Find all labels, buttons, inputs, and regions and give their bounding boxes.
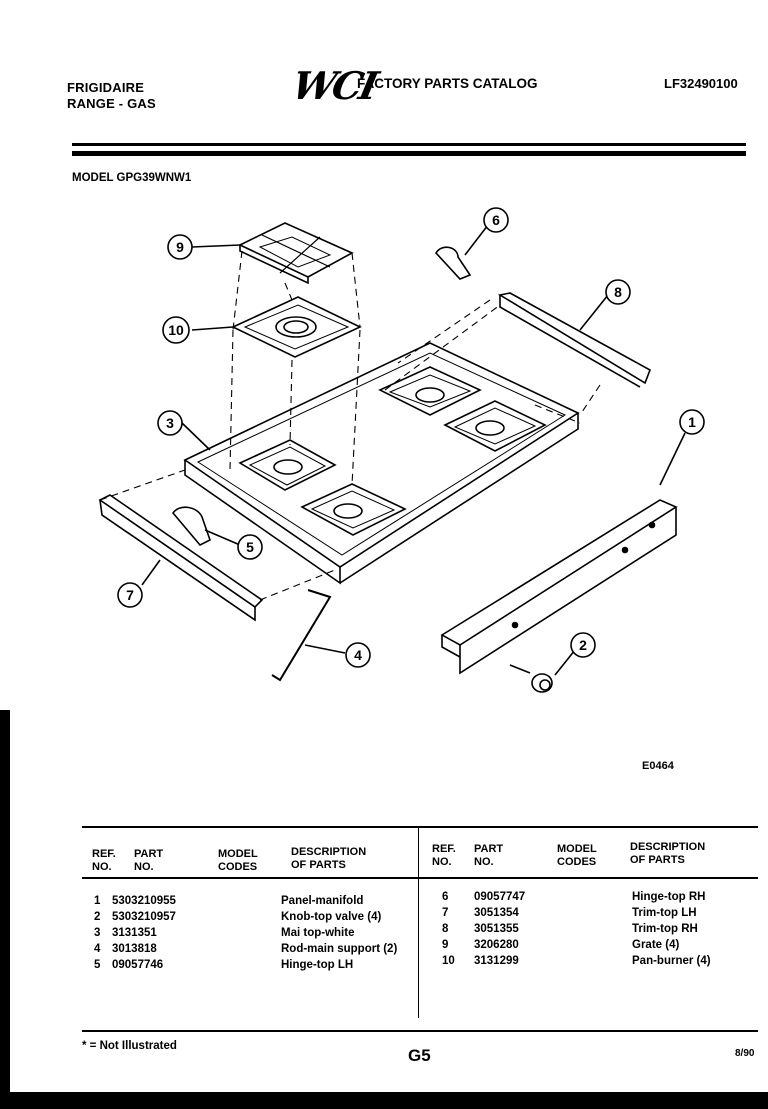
table-bottom-rule bbox=[82, 1030, 758, 1032]
header-codes-right-line2: CODES bbox=[557, 856, 597, 868]
table-row-ref: 8 bbox=[442, 923, 449, 935]
table-row-ref: 2 bbox=[94, 911, 101, 923]
exploded-parts-diagram: 9 10 3 7 5 4 6 8 1 2 bbox=[98, 207, 705, 693]
table-row-desc: Rod-main support (2) bbox=[281, 943, 398, 955]
header-ref: REF. NO. bbox=[92, 848, 116, 874]
callout-3: 3 bbox=[166, 415, 174, 431]
table-row-part: 09057747 bbox=[474, 891, 526, 903]
table-row-ref: 3 bbox=[94, 927, 101, 939]
header-rule-thick bbox=[72, 151, 746, 156]
header-rule bbox=[72, 143, 746, 146]
header-desc-right: DESCRIPTION OF PARTS bbox=[630, 841, 705, 867]
table-row-part: 5303210955 bbox=[112, 895, 176, 907]
header-part: PART NO. bbox=[134, 848, 163, 874]
header-desc-right-line1: DESCRIPTION bbox=[630, 841, 706, 853]
trim-left-outline bbox=[98, 494, 264, 609]
right-desc-column: Hinge-top RH Trim-top LH Trim-top RH Gra… bbox=[632, 889, 711, 969]
table-row-part: 3131299 bbox=[474, 955, 519, 967]
header-part-right-line2: NO. bbox=[474, 856, 494, 868]
table-row-desc: Grate (4) bbox=[632, 939, 680, 951]
header-codes-right-line1: MODEL bbox=[557, 843, 597, 855]
left-part-column: 5303210955 5303210957 3131351 3013818 09… bbox=[112, 893, 176, 973]
panel-manifold-outline bbox=[440, 499, 678, 646]
table-row-part: 3051354 bbox=[474, 907, 519, 919]
header-desc-line2: OF PARTS bbox=[291, 859, 346, 871]
catalog-number: LF32490100 bbox=[664, 76, 738, 91]
catalog-title: FACTORY PARTS CATALOG bbox=[357, 76, 538, 91]
header-part-right-line1: PART bbox=[474, 843, 504, 855]
table-row-desc: Hinge-top RH bbox=[632, 891, 706, 903]
table-top-rule bbox=[82, 826, 758, 828]
page-number: G5 bbox=[408, 1046, 431, 1065]
catalog-date: 8/90 bbox=[735, 1048, 755, 1059]
table-row-part: 3131351 bbox=[112, 927, 157, 939]
scan-edge-bottom bbox=[0, 1092, 768, 1109]
callouts: 9 10 3 7 5 4 6 8 1 2 bbox=[117, 207, 705, 668]
header-ref-line1: REF. bbox=[92, 848, 116, 860]
product-type: RANGE - GAS bbox=[67, 96, 156, 111]
table-row-ref: 6 bbox=[442, 891, 449, 903]
table-row-ref: 9 bbox=[442, 939, 449, 951]
header-codes-line2: CODES bbox=[218, 861, 258, 873]
hinge-left-outline bbox=[171, 506, 211, 546]
table-row-part: 3051355 bbox=[474, 923, 519, 935]
header-ref-right-line1: REF. bbox=[432, 843, 456, 855]
table-row-part: 09057746 bbox=[112, 959, 164, 971]
rod-support-outline bbox=[271, 589, 332, 682]
model-number: MODEL GPG39WNW1 bbox=[72, 172, 192, 184]
table-row-desc: Knob-top valve (4) bbox=[281, 911, 382, 923]
left-desc-column: Panel-manifold Knob-top valve (4) Mai to… bbox=[281, 893, 397, 973]
table-row-desc: Hinge-top LH bbox=[281, 959, 354, 971]
header-desc: DESCRIPTION OF PARTS bbox=[291, 846, 366, 872]
main-top-outline bbox=[183, 342, 580, 568]
header-codes: MODEL CODES bbox=[218, 848, 258, 874]
header-desc-right-line2: OF PARTS bbox=[630, 854, 685, 866]
brand-name: FRIGIDAIRE bbox=[67, 80, 145, 95]
trim-right-outline bbox=[497, 292, 651, 385]
table-row-ref: 1 bbox=[94, 895, 101, 907]
header-codes-right: MODEL CODES bbox=[557, 843, 597, 869]
callout-10: 10 bbox=[168, 322, 184, 338]
brand-block: FRIGIDAIRE RANGE - GAS bbox=[67, 80, 156, 112]
table-row-desc: Mai top-white bbox=[281, 927, 355, 939]
header-ref-right-line2: NO. bbox=[432, 856, 452, 868]
drawing-id: E0464 bbox=[642, 760, 674, 772]
table-row-part: 5303210957 bbox=[112, 911, 176, 923]
table-row-desc: Pan-burner (4) bbox=[632, 955, 711, 967]
header-codes-line1: MODEL bbox=[218, 848, 258, 860]
table-column-divider bbox=[418, 828, 419, 1018]
callout-6: 6 bbox=[492, 212, 500, 228]
callout-1: 1 bbox=[688, 414, 696, 430]
left-ref-column: 1 2 3 4 5 bbox=[94, 893, 100, 973]
table-row-part: 3013818 bbox=[112, 943, 157, 955]
right-ref-column: 6 7 8 9 10 bbox=[442, 889, 455, 969]
header-part-right: PART NO. bbox=[474, 843, 503, 869]
hinge-right-outline bbox=[435, 246, 472, 280]
callout-9: 9 bbox=[176, 239, 184, 255]
table-row-ref: 10 bbox=[442, 955, 455, 967]
not-illustrated-note: * = Not Illustrated bbox=[82, 1040, 177, 1052]
header-desc-line1: DESCRIPTION bbox=[291, 846, 367, 858]
table-row-desc: Panel-manifold bbox=[281, 895, 364, 907]
table-row-part: 3206280 bbox=[474, 939, 519, 951]
right-part-column: 09057747 3051354 3051355 3206280 3131299 bbox=[474, 889, 525, 969]
header-part-line1: PART bbox=[134, 848, 164, 860]
callout-2: 2 bbox=[579, 637, 587, 653]
header-ref-line2: NO. bbox=[92, 861, 112, 873]
callout-7: 7 bbox=[126, 587, 134, 603]
table-row-ref: 4 bbox=[94, 943, 101, 955]
table-row-ref: 5 bbox=[94, 959, 101, 971]
header-ref-right: REF. NO. bbox=[432, 843, 456, 869]
callout-8: 8 bbox=[614, 284, 622, 300]
grate-outline bbox=[238, 222, 354, 278]
table-header-rule bbox=[82, 877, 758, 879]
table-row-desc: Trim-top RH bbox=[632, 923, 698, 935]
scan-edge-left bbox=[0, 710, 10, 1109]
table-row-ref: 7 bbox=[442, 907, 449, 919]
callout-4: 4 bbox=[354, 647, 362, 663]
callout-5: 5 bbox=[246, 539, 254, 555]
header-part-line2: NO. bbox=[134, 861, 154, 873]
table-row-desc: Trim-top LH bbox=[632, 907, 697, 919]
